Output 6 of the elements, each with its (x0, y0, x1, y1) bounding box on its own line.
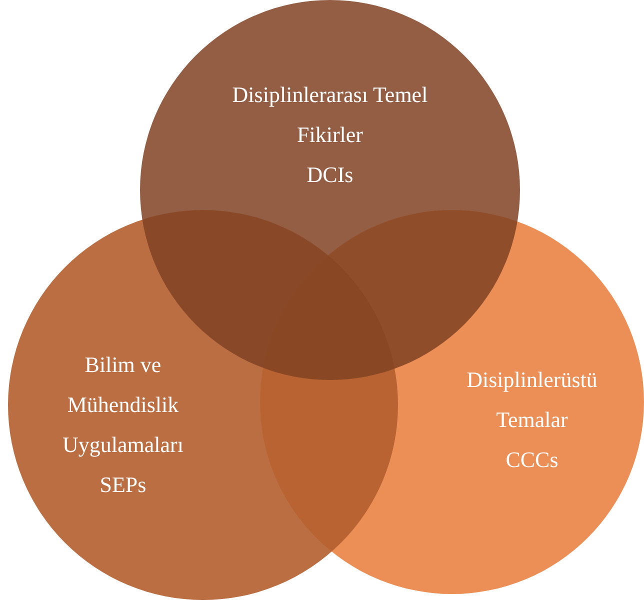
circle-label: Disiplinlerüstü Temalar (466, 366, 598, 434)
circle-label: Disiplinlerarası Temel Fikirler (231, 81, 429, 149)
abbreviation-label: DCIs (306, 161, 354, 189)
abbreviation-label: CCCs (504, 446, 560, 474)
circle-label: Bilim ve Mühendislik Uygulamaları (62, 351, 184, 459)
abbreviation-label: SEPs (98, 471, 148, 499)
